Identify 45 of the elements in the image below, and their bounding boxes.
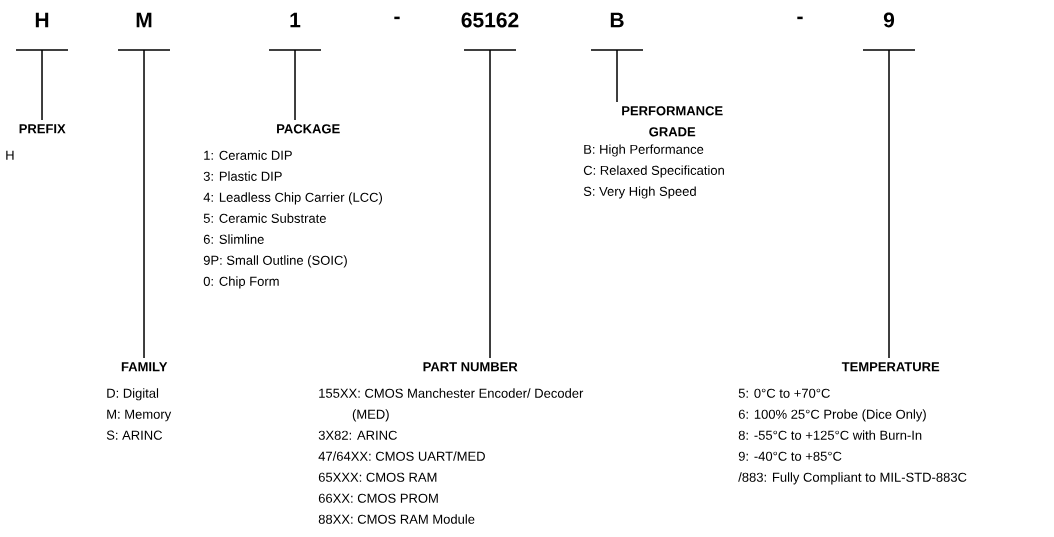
option-text: 3: Plastic DIP	[203, 171, 282, 181]
field-heading: TEMPERATURE	[841, 362, 940, 372]
option-text: B: High Performance	[584, 144, 704, 157]
field-heading: PART NUMBER	[423, 362, 518, 372]
field-heading: PERFORMANCE GRADE	[622, 106, 723, 137]
option-text: 1: Ceramic DIP	[204, 150, 292, 160]
t-connector	[463, 49, 517, 359]
option-text: 9P: Small Outline (SOIC)	[203, 255, 347, 268]
option-text: 6: Slimline	[203, 234, 264, 244]
code-character: 1	[290, 12, 301, 28]
code-character: B	[610, 12, 624, 28]
separator-dash: -	[394, 16, 400, 20]
option-text: 88XX: CMOS RAM Module	[318, 514, 475, 524]
code-character: 65162	[461, 12, 519, 28]
option-text: 9: -40°C to +85°C	[738, 451, 842, 461]
code-character: H	[35, 12, 49, 28]
option-text: 47/64XX: CMOS UART/MED	[318, 451, 485, 461]
option-text: 5: Ceramic Substrate	[203, 213, 326, 223]
code-character: 9	[883, 12, 895, 28]
option-text: S: ARINC	[106, 430, 163, 440]
option-text: 155XX: CMOS Manchester Encoder/ Decoder (MED)	[319, 388, 584, 422]
option-text: 4: Leadless Chip Carrier (LCC)	[203, 192, 382, 205]
option-text: S: Very High Speed	[583, 186, 696, 199]
t-connector	[117, 49, 171, 359]
option-text: C: Relaxed Specification	[583, 165, 724, 178]
option-text: 6: 100% 25°C Probe (Dice Only)	[738, 409, 926, 422]
code-character: M	[136, 12, 152, 28]
option-text: M: Memory	[107, 409, 172, 422]
field-heading: PREFIX	[19, 124, 66, 134]
field-heading: PACKAGE	[277, 124, 340, 134]
option-text: H	[6, 150, 14, 160]
option-text: /883: Fully Compliant to MIL-STD-883C	[738, 472, 967, 485]
option-text: 66XX: CMOS PROM	[318, 493, 438, 503]
t-connector	[15, 49, 69, 121]
option-text: D: Digital	[107, 388, 159, 401]
separator-dash: -	[797, 16, 803, 20]
option-text: 5: 0°C to +70°C	[738, 388, 830, 398]
option-text: 0: Chip Form	[203, 276, 279, 289]
t-connector	[590, 49, 644, 103]
option-text: 3X82: ARINC	[318, 430, 397, 440]
t-connector	[268, 49, 322, 121]
t-connector	[862, 49, 916, 359]
option-text: 65XXX: CMOS RAM	[318, 472, 437, 482]
option-text: 8: -55°C to +125°C with Burn-In	[738, 430, 922, 440]
field-heading: FAMILY	[121, 362, 168, 372]
